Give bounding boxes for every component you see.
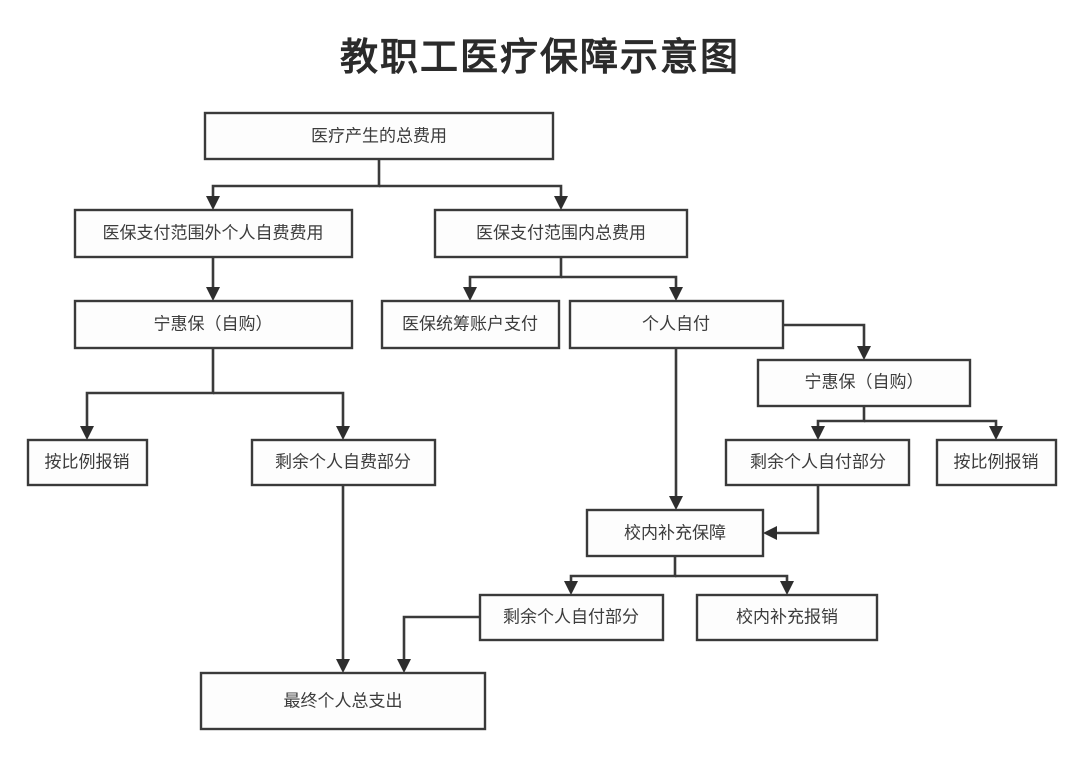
node-ninghuibao-left[interactable]: 宁惠保（自购） bbox=[73, 299, 354, 350]
arrow-head-personal-pay bbox=[669, 287, 683, 301]
edge-campus-supplement-split bbox=[569, 556, 677, 585]
node-label-out-of-scope: 医保支付范围外个人自费费用 bbox=[103, 223, 324, 242]
arrow-head-campus-reimburse bbox=[780, 581, 794, 595]
arrow-head-out-of-scope bbox=[206, 196, 220, 210]
node-label-remaining-copay-upper: 剩余个人自付部分 bbox=[750, 452, 886, 471]
node-label-campus-supplement: 校内补充保障 bbox=[624, 523, 726, 542]
node-remaining-copay-upper[interactable]: 剩余个人自付部分 bbox=[724, 438, 911, 487]
arrow-head-campus-supplement bbox=[669, 496, 683, 510]
arrow-head-ninghuibao-right bbox=[857, 346, 871, 360]
edge-ninghuibao-right-split bbox=[816, 406, 866, 430]
node-remaining-self-cost[interactable]: 剩余个人自费部分 bbox=[250, 438, 437, 487]
edge-personal-pay-to-ninghuibao-right bbox=[783, 323, 866, 350]
node-label-ninghuibao-right: 宁惠保（自购） bbox=[805, 372, 924, 391]
node-pooled-account-pay[interactable]: 医保统筹账户支付 bbox=[380, 299, 561, 350]
edge-total-cost-split bbox=[211, 159, 381, 200]
edge-in-scope-to-personal-pay bbox=[561, 275, 678, 291]
node-label-proportional-right: 按比例报销 bbox=[954, 452, 1039, 471]
node-label-remaining-self-cost: 剩余个人自费部分 bbox=[275, 452, 411, 471]
node-label-campus-reimburse: 校内补充报销 bbox=[736, 607, 838, 626]
node-label-personal-pay: 个人自付 bbox=[642, 314, 710, 333]
edge-campus-supplement-to-campus-reimburse bbox=[675, 574, 789, 585]
edge-ninghuibao-left-to-remaining-self-cost bbox=[213, 391, 345, 430]
page-title: 教职工医疗保障示意图 bbox=[339, 37, 740, 79]
node-label-in-scope: 医保支付范围内总费用 bbox=[476, 223, 646, 242]
node-label-proportional-left: 按比例报销 bbox=[45, 452, 130, 471]
node-personal-pay[interactable]: 个人自付 bbox=[568, 299, 785, 350]
node-label-remaining-copay-lower: 剩余个人自付部分 bbox=[503, 607, 639, 626]
edge-total-cost-to-in-scope bbox=[379, 184, 563, 200]
node-in-scope[interactable]: 医保支付范围内总费用 bbox=[433, 208, 689, 259]
arrow-head-ninghuibao-left bbox=[206, 287, 220, 301]
node-label-total-cost: 医疗产生的总费用 bbox=[311, 126, 447, 145]
edge-layer bbox=[80, 159, 1003, 673]
node-campus-reimburse[interactable]: 校内补充报销 bbox=[695, 593, 879, 642]
edge-ninghuibao-left-split bbox=[85, 348, 215, 430]
node-proportional-right[interactable]: 按比例报销 bbox=[935, 438, 1058, 487]
node-final-total-spend[interactable]: 最终个人总支出 bbox=[199, 671, 487, 731]
arrow-head-final-from-self-cost bbox=[336, 659, 350, 673]
node-ninghuibao-right[interactable]: 宁惠保（自购） bbox=[756, 358, 972, 408]
arrow-head-proportional-right bbox=[989, 426, 1003, 440]
arrow-head-in-scope bbox=[554, 196, 568, 210]
node-layer: 医疗产生的总费用 医保支付范围外个人自费费用 医保支付范围内总费用 宁惠保（自购… bbox=[26, 111, 1058, 731]
edge-remaining-copay-upper-to-campus-supplement bbox=[773, 485, 820, 535]
edge-ninghuibao-right-to-proportional-right bbox=[864, 419, 998, 430]
arrow-head-proportional-left bbox=[80, 426, 94, 440]
node-proportional-left[interactable]: 按比例报销 bbox=[26, 438, 149, 487]
node-out-of-scope[interactable]: 医保支付范围外个人自费费用 bbox=[73, 208, 354, 259]
arrow-head-remaining-copay-upper bbox=[811, 426, 825, 440]
node-label-final-total-spend: 最终个人总支出 bbox=[284, 691, 403, 710]
node-label-pooled-account-pay: 医保统筹账户支付 bbox=[402, 314, 538, 333]
arrow-head-campus-supplement-left-entry bbox=[763, 526, 777, 540]
node-remaining-copay-lower[interactable]: 剩余个人自付部分 bbox=[478, 593, 665, 642]
node-total-cost[interactable]: 医疗产生的总费用 bbox=[203, 111, 555, 161]
arrow-head-final-from-copay bbox=[397, 659, 411, 673]
arrow-head-remaining-self-cost bbox=[336, 426, 350, 440]
node-label-ninghuibao-left: 宁惠保（自购） bbox=[154, 314, 273, 333]
edge-remaining-copay-lower-to-final bbox=[402, 615, 480, 663]
arrow-head-remaining-copay-lower bbox=[564, 581, 578, 595]
node-campus-supplement[interactable]: 校内补充保障 bbox=[585, 508, 765, 558]
arrow-head-pooled-account bbox=[463, 287, 477, 301]
edge-in-scope-split bbox=[468, 257, 563, 291]
